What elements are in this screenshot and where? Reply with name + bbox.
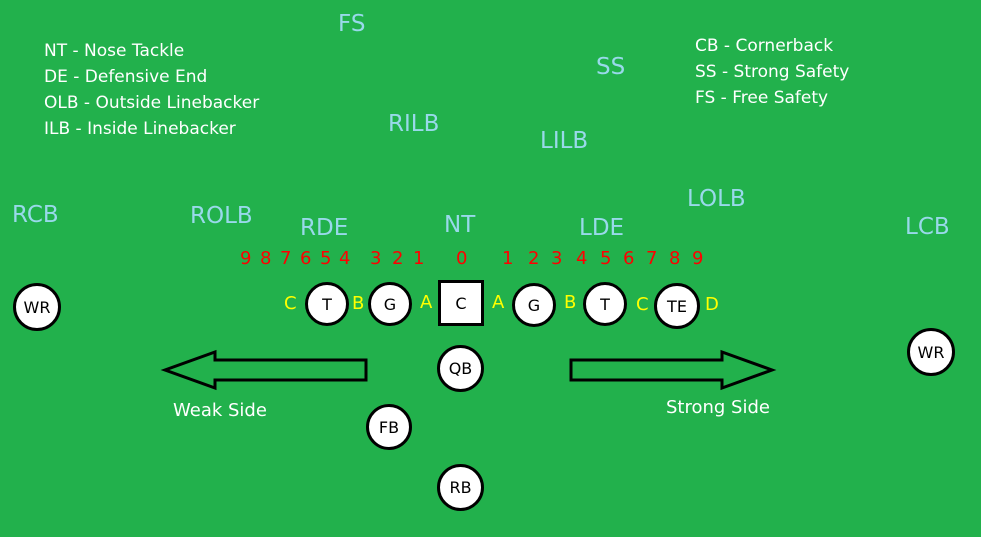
gap-number: 6: [623, 248, 635, 269]
def-rde: RDE: [300, 215, 349, 241]
gap-letter: C: [284, 293, 297, 314]
gap-number: 5: [600, 248, 612, 269]
gap-number: 8: [260, 248, 272, 269]
gap-number: 6: [300, 248, 312, 269]
gap-number: 1: [502, 248, 514, 269]
player-left-tackle: T: [305, 282, 349, 326]
player-center: C: [438, 280, 484, 326]
gap-letter: B: [352, 293, 365, 314]
player-wr-right: WR: [907, 328, 955, 376]
player-right-tackle: T: [583, 282, 627, 326]
def-rolb: ROLB: [190, 203, 253, 229]
gap-number: 9: [692, 248, 704, 269]
def-lilb: LILB: [540, 128, 589, 154]
gap-letter: A: [492, 292, 505, 313]
legend-right: CB - Cornerback SS - Strong Safety FS - …: [695, 33, 849, 111]
legend-item: OLB - Outside Linebacker: [44, 93, 260, 113]
gap-letter: A: [420, 292, 433, 313]
gap-number: 4: [339, 248, 351, 269]
weak-side-label: Weak Side: [173, 400, 267, 421]
legend-item: ILB - Inside Linebacker: [44, 119, 236, 139]
gap-letter: C: [636, 294, 649, 315]
def-nt: NT: [444, 212, 476, 238]
gap-number: 5: [320, 248, 332, 269]
legend-left: NT - Nose Tackle DE - Defensive End OLB …: [44, 38, 259, 142]
gap-number: 4: [576, 248, 588, 269]
gap-number: 9: [240, 248, 252, 269]
gap-letter: B: [564, 292, 577, 313]
gap-number: 7: [646, 248, 658, 269]
player-wr-left: WR: [13, 283, 61, 331]
gap-number: 3: [551, 248, 563, 269]
gap-number: 8: [669, 248, 681, 269]
weak-side-arrow: [160, 349, 368, 391]
player-fullback: FB: [366, 404, 412, 450]
player-right-guard: G: [512, 283, 556, 327]
legend-item: FS - Free Safety: [695, 88, 829, 108]
def-lolb: LOLB: [687, 186, 746, 212]
legend-item: CB - Cornerback: [695, 36, 834, 56]
gap-number: 2: [528, 248, 540, 269]
def-lde: LDE: [579, 215, 625, 241]
gap-number: 0: [456, 248, 468, 269]
gap-number: 2: [392, 248, 404, 269]
legend-item: DE - Defensive End: [44, 67, 208, 87]
player-quarterback: QB: [437, 345, 484, 392]
gap-number: 7: [280, 248, 292, 269]
def-ss: SS: [596, 54, 626, 80]
legend-item: SS - Strong Safety: [695, 62, 850, 82]
def-lcb: LCB: [905, 214, 950, 240]
gap-number: 3: [370, 248, 382, 269]
player-running-back: RB: [437, 464, 484, 511]
player-left-guard: G: [368, 282, 412, 326]
legend-item: NT - Nose Tackle: [44, 41, 185, 61]
def-rcb: RCB: [12, 202, 59, 228]
player-tight-end: TE: [654, 283, 700, 329]
def-rilb: RILB: [388, 111, 440, 137]
gap-letter: D: [705, 294, 719, 315]
gap-number: 1: [413, 248, 425, 269]
strong-side-label: Strong Side: [666, 397, 770, 418]
def-fs: FS: [338, 11, 366, 37]
strong-side-arrow: [569, 349, 777, 391]
